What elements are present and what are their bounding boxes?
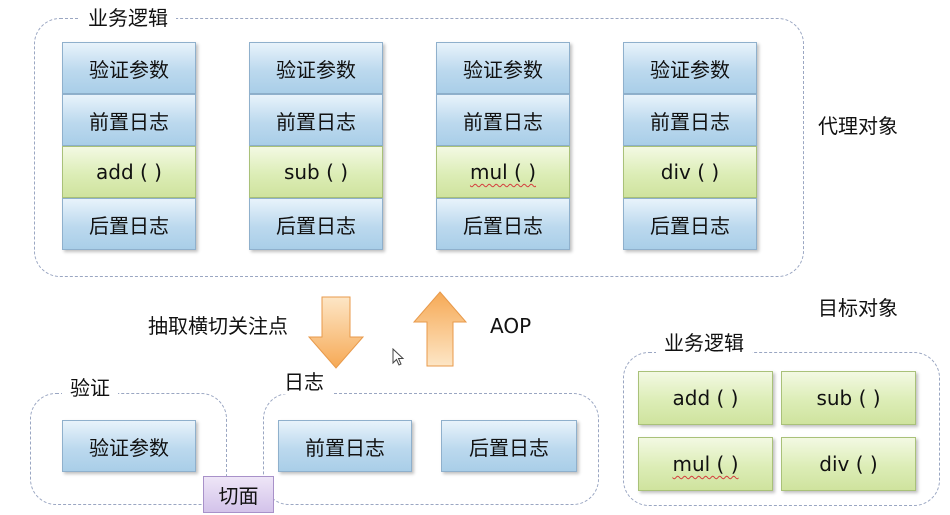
proxy-object-group	[34, 18, 804, 277]
validate-group-label: 验证	[62, 376, 118, 400]
validate-aspect-group	[30, 393, 227, 505]
proxy-validate-box-2: 验证参数	[249, 42, 383, 94]
proxy-post-log-box-3: 后置日志	[436, 198, 570, 250]
aop-label: AOP	[490, 314, 532, 338]
target-group	[623, 352, 940, 506]
proxy-pre-log-box-3: 前置日志	[436, 94, 570, 146]
proxy-method-box-2: sub ( )	[249, 146, 383, 198]
proxy-validate-box-4: 验证参数	[623, 42, 757, 94]
proxy-method-box-1: add ( )	[62, 146, 196, 198]
aspect-pre-log-box: 前置日志	[278, 420, 412, 472]
proxy-group-label: 业务逻辑	[80, 6, 176, 30]
log-aspect-group	[263, 393, 599, 505]
target-method-div: div ( )	[781, 437, 916, 491]
proxy-method-text-3: mul ( )	[469, 160, 537, 184]
target-group-label: 业务逻辑	[656, 331, 752, 355]
proxy-validate-box-1: 验证参数	[62, 42, 196, 94]
proxy-pre-log-box-2: 前置日志	[249, 94, 383, 146]
target-method-add: add ( )	[638, 371, 773, 425]
proxy-pre-log-box-1: 前置日志	[62, 94, 196, 146]
proxy-method-box-4: div ( )	[623, 146, 757, 198]
extract-down-arrow-icon	[307, 296, 365, 369]
target-method-sub: sub ( )	[781, 371, 916, 425]
aop-up-arrow-icon	[412, 291, 468, 367]
proxy-post-log-box-2: 后置日志	[249, 198, 383, 250]
target-method-mul: mul ( )	[638, 437, 773, 491]
proxy-object-label: 代理对象	[818, 114, 898, 138]
mouse-cursor-icon	[392, 348, 405, 366]
aspect-validate-box: 验证参数	[62, 420, 196, 472]
target-method-mul-text: mul ( )	[672, 452, 739, 476]
target-object-label: 目标对象	[818, 296, 898, 320]
aspect-tag: 切面	[203, 476, 274, 513]
extract-concerns-label: 抽取横切关注点	[148, 314, 288, 338]
proxy-pre-log-box-4: 前置日志	[623, 94, 757, 146]
proxy-post-log-box-1: 后置日志	[62, 198, 196, 250]
log-group-label: 日志	[276, 370, 332, 394]
proxy-method-box-3: mul ( )	[436, 146, 570, 198]
aspect-post-log-box: 后置日志	[441, 420, 577, 472]
proxy-validate-box-3: 验证参数	[436, 42, 570, 94]
proxy-post-log-box-4: 后置日志	[623, 198, 757, 250]
